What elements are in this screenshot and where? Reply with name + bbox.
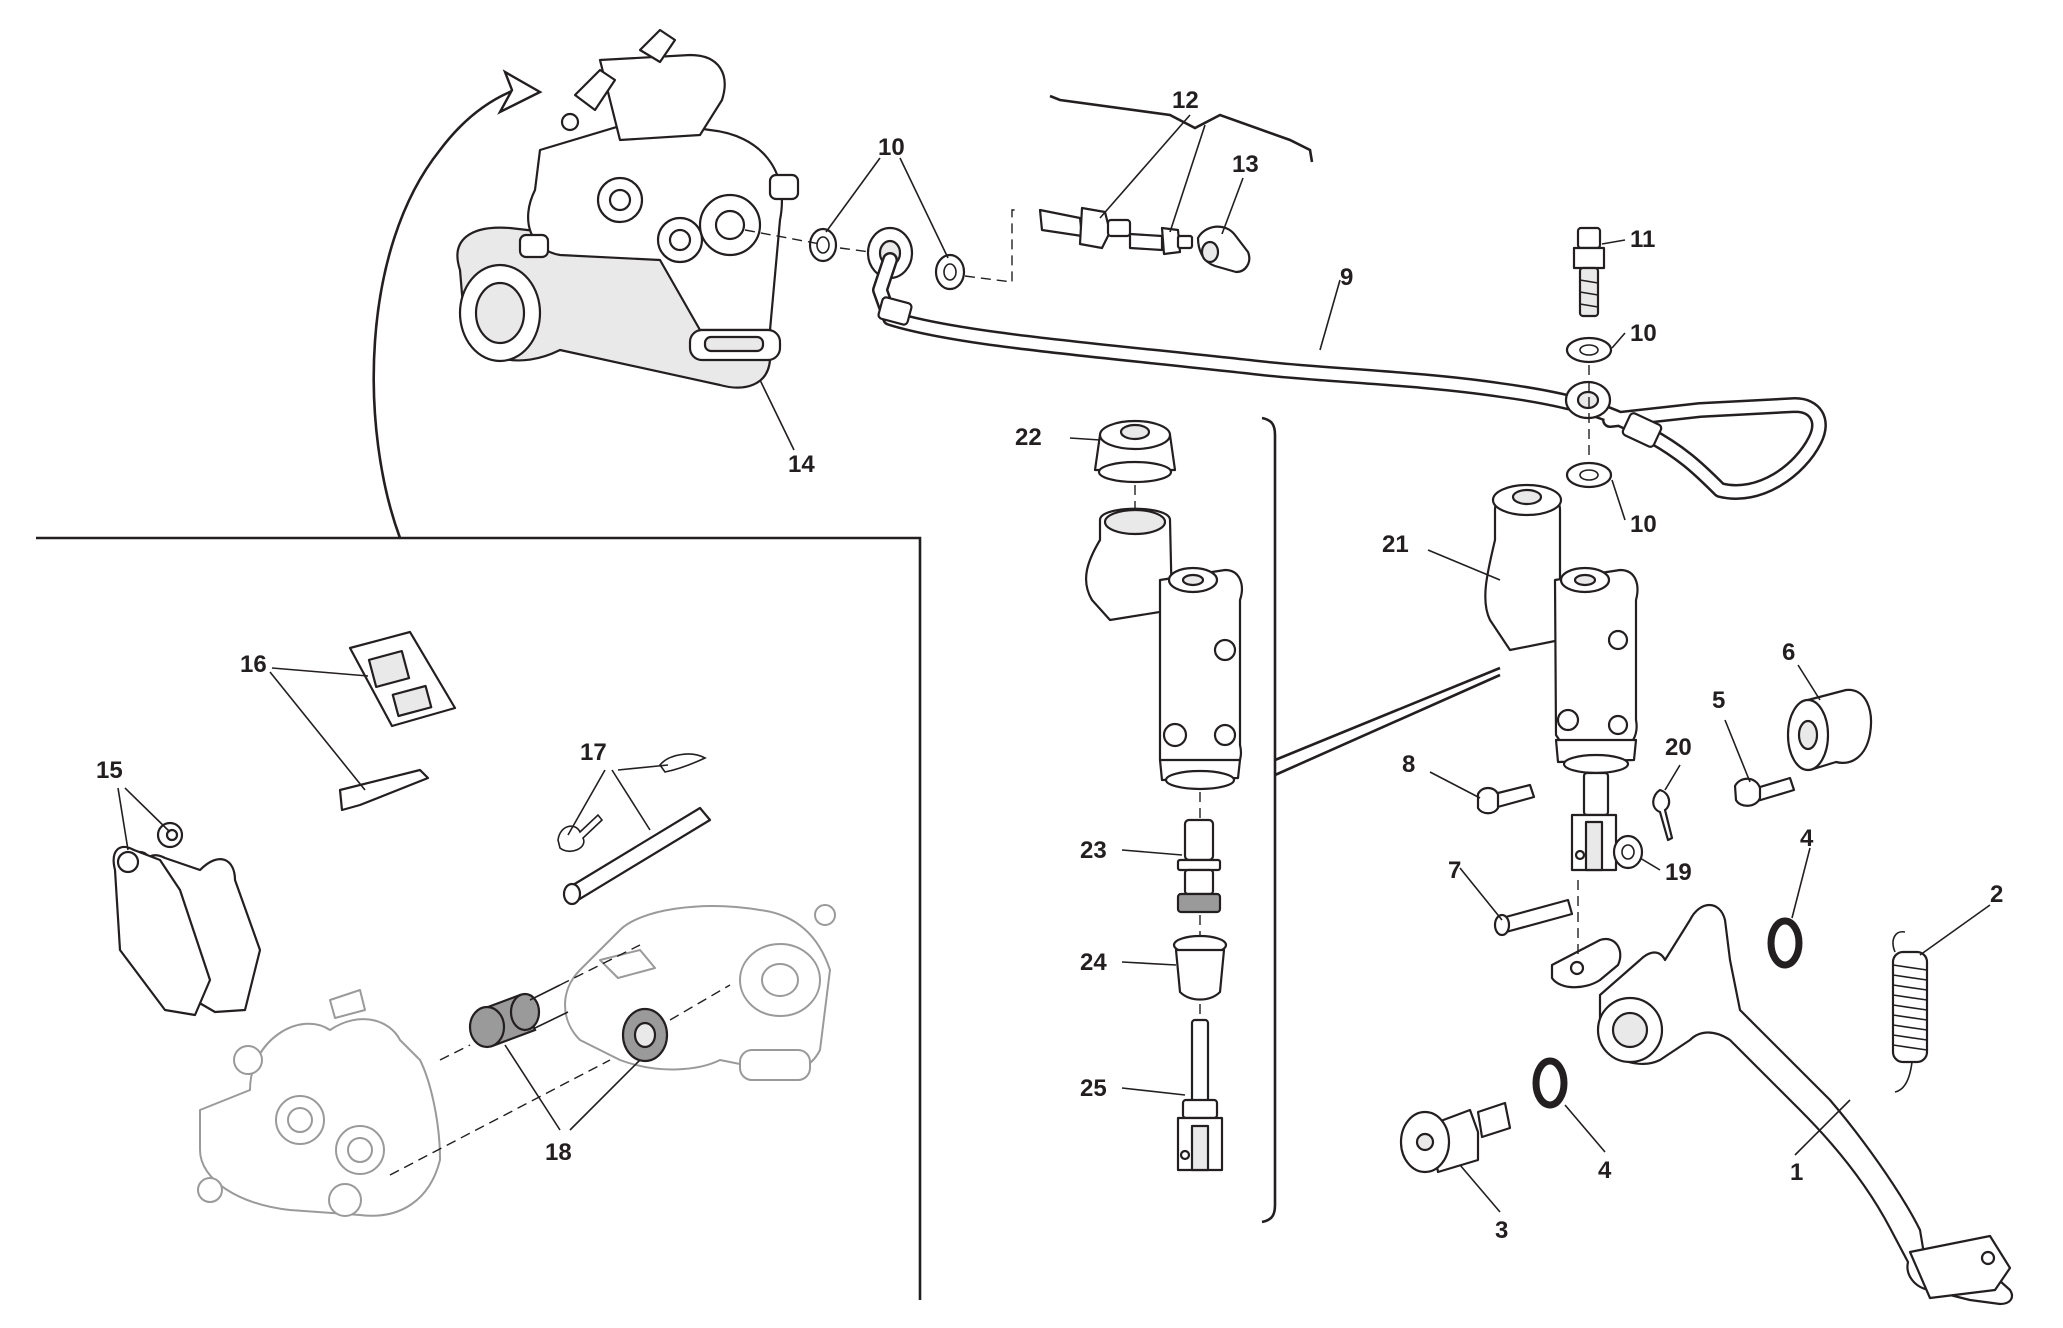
piston-assembly [1176, 818, 1222, 914]
brake-hose-core [874, 254, 1825, 498]
crush-washer-d [1565, 461, 1613, 489]
slide-pin-bushings [468, 984, 669, 1063]
push-rod-clevis [1176, 1018, 1224, 1172]
label-4-upper: 4 [1800, 825, 1814, 852]
label-7: 7 [1448, 857, 1461, 884]
pedal-spacer [1786, 688, 1872, 772]
split-pin [1652, 788, 1674, 842]
reference-arrow [372, 86, 521, 539]
crush-washer-c [1565, 336, 1613, 364]
label-21: 21 [1382, 531, 1409, 558]
label-23: 23 [1080, 837, 1107, 864]
label-13: 13 [1232, 151, 1259, 178]
part-labels: 1 2 3 4 4 5 6 7 8 9 10 10 10 11 12 13 14… [96, 87, 2003, 1244]
label-15: 15 [96, 757, 123, 784]
dust-boot [1172, 934, 1228, 1001]
label-17: 17 [580, 739, 607, 766]
o-ring-upper [1767, 917, 1803, 969]
label-4-lower: 4 [1598, 1157, 1612, 1184]
label-10-upper-left: 10 [878, 134, 905, 161]
clevis-pin [1493, 898, 1574, 937]
banjo-bolt [1038, 206, 1132, 250]
mounting-bolt [1476, 783, 1536, 815]
assembly-axis-top [744, 209, 1020, 283]
crush-washer-a [808, 227, 838, 263]
label-10-right-lower: 10 [1630, 511, 1657, 538]
label-20: 20 [1665, 734, 1692, 761]
pivot-bolt [1399, 1101, 1512, 1174]
label-11: 11 [1630, 226, 1655, 253]
pad-pin-and-clips [557, 753, 712, 906]
label-25: 25 [1080, 1075, 1107, 1102]
label-16: 16 [240, 651, 267, 678]
banjo-fitting-lower [1564, 380, 1612, 420]
caliper-exploded-ghost [197, 904, 836, 1217]
brake-pads [112, 821, 262, 1017]
bleed-screw [1128, 226, 1194, 256]
label-8: 8 [1402, 751, 1415, 778]
label-12: 12 [1172, 87, 1199, 114]
leader-lines [117, 114, 1991, 1213]
label-18: 18 [545, 1139, 572, 1166]
inset-axis-a [439, 944, 641, 1061]
label-2: 2 [1990, 881, 2003, 908]
reservoir-cap [1093, 419, 1177, 484]
label-19: 19 [1665, 859, 1692, 886]
return-spring [1891, 930, 1929, 1093]
label-1: 1 [1790, 1159, 1803, 1186]
section-bracket [1261, 416, 1277, 1224]
pad-spring [338, 630, 457, 812]
pedal-screw [1733, 776, 1796, 807]
o-ring-lower [1532, 1057, 1568, 1109]
label-10-right-upper: 10 [1630, 320, 1657, 347]
kit-bracket [1049, 94, 1314, 163]
label-9: 9 [1340, 264, 1353, 291]
rear-master-cylinder [1484, 483, 1639, 872]
banjo-bolt-right [1572, 226, 1606, 318]
dust-cap [1196, 225, 1251, 274]
label-22: 22 [1015, 424, 1042, 451]
crush-washer-b [934, 253, 966, 291]
label-24: 24 [1080, 949, 1107, 976]
inset-axis-b [389, 984, 731, 1176]
rear-brake-caliper [456, 28, 800, 389]
label-5: 5 [1712, 687, 1725, 714]
label-6: 6 [1782, 639, 1795, 666]
label-3: 3 [1495, 1217, 1508, 1244]
reference-arrow-head [497, 69, 543, 115]
pin-washer [1612, 834, 1644, 870]
section-pointer [1274, 666, 1501, 777]
inset-frame [36, 536, 922, 1300]
hose-ferrule-a [877, 296, 913, 326]
label-14: 14 [788, 451, 815, 478]
master-cylinder-exploded [1084, 507, 1243, 791]
brake-pedal [1550, 903, 2014, 1306]
hose-ferrule-b [1621, 412, 1663, 448]
